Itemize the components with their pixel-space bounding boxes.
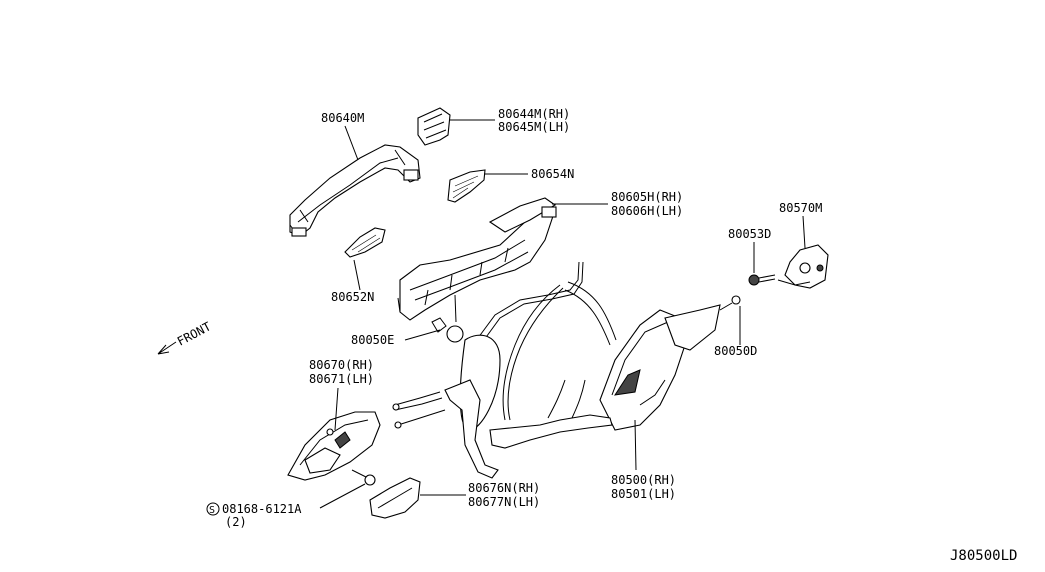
callout-80671-lh: 80671(LH) [309, 372, 374, 386]
callout-80645M-lh: 80645M(LH) [498, 120, 570, 134]
screw-part[interactable] [719, 295, 741, 311]
striker-part[interactable] [777, 244, 829, 289]
callout-80605H-rh: 80605H(RH) [611, 190, 683, 204]
cable-assembly [392, 261, 617, 479]
escutcheon-part[interactable] [369, 477, 421, 519]
callout-80652N: 80652N [331, 290, 374, 304]
front-arrow-icon [157, 341, 177, 355]
callout-80677N-lh: 80677N(LH) [468, 495, 540, 509]
small-screw-part[interactable] [351, 469, 376, 486]
s-symbol-icon [206, 502, 220, 516]
callout-08168-qty: (2) [225, 515, 247, 529]
bolt-part[interactable] [748, 274, 776, 286]
callout-80654N: 80654N [531, 167, 574, 181]
callout-08168: 08168-6121A [222, 502, 302, 516]
door-lock-actuator-part[interactable] [599, 304, 721, 431]
handle-cover-part[interactable] [417, 107, 451, 146]
callout-80670-rh: 80670(RH) [309, 358, 374, 372]
callout-80501-lh: 80501(LH) [611, 487, 676, 501]
callout-80050D: 80050D [714, 344, 757, 358]
callout-80570M: 80570M [779, 201, 822, 215]
callout-80676N-rh: 80676N(RH) [468, 481, 540, 495]
callout-80606H-lh: 80606H(LH) [611, 204, 683, 218]
callout-80053D: 80053D [728, 227, 771, 241]
diagram-id: J80500LD [950, 548, 1017, 564]
direction-label: FRONT [175, 319, 213, 348]
clip-part[interactable] [431, 317, 464, 343]
outside-handle-part[interactable] [289, 144, 421, 237]
gasket-front-part[interactable] [344, 227, 386, 258]
handle-bracket-part[interactable] [397, 197, 557, 321]
inside-handle-part[interactable] [287, 411, 381, 481]
callout-symbol: S [209, 505, 215, 516]
callout-80640M: 80640M [321, 111, 364, 125]
gasket-rear-part[interactable] [447, 169, 486, 203]
callout-80050E: 80050E [351, 333, 394, 347]
callout-80500-rh: 80500(RH) [611, 473, 676, 487]
callout-80644M-rh: 80644M(RH) [498, 107, 570, 121]
